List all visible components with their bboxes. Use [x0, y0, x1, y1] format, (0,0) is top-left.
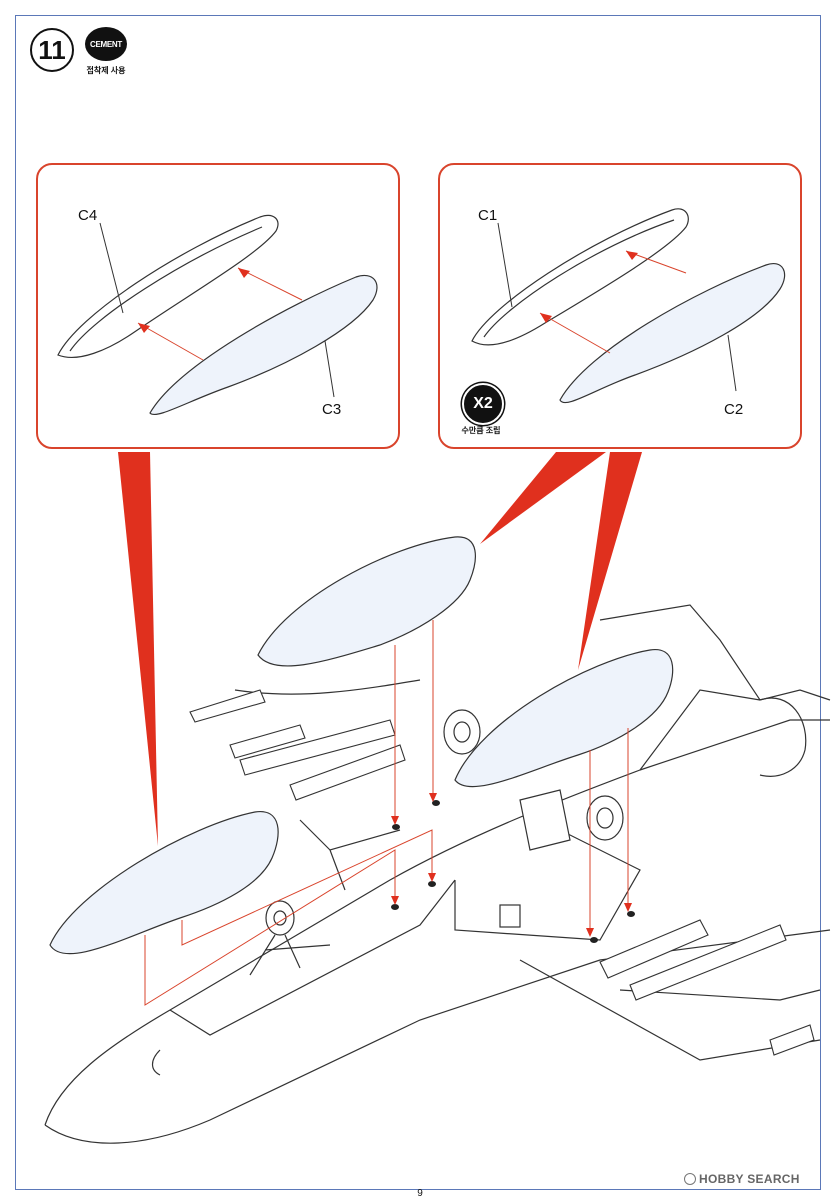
- installed-pods: [49, 536, 674, 955]
- step-number-badge: 11: [30, 28, 74, 72]
- pod-part: [149, 274, 378, 415]
- part-label-c4: C4: [78, 207, 98, 224]
- cement-icon: CEMENT: [85, 27, 127, 61]
- cement-caption: 접착제 사용: [86, 66, 126, 75]
- callout-wedge-left: [118, 452, 158, 846]
- repeat-x2-icon: X2: [462, 383, 504, 425]
- part-label-c1: C1: [478, 207, 498, 224]
- attachment-holes: [391, 800, 635, 943]
- callout-panel-left: C4 C3: [36, 163, 400, 449]
- watermark: HOBBY SEARCH: [684, 1172, 800, 1186]
- callout-wedge-right-a: [480, 452, 606, 544]
- panel-left-art: [57, 214, 378, 415]
- part-label-c2: C2: [724, 401, 744, 418]
- callout-panel-right: C1 C2: [438, 163, 802, 449]
- landing-gear: [249, 709, 624, 976]
- pod-part: [559, 263, 786, 404]
- routing-arrowheads: [391, 793, 632, 937]
- part-label-c3: C3: [322, 401, 342, 418]
- panel-right-art: [471, 208, 786, 404]
- hobby-search-logo-icon: [684, 1173, 696, 1185]
- watermark-text: HOBBY SEARCH: [699, 1172, 800, 1186]
- page-number: 9: [417, 1188, 423, 1199]
- repeat-caption: 수만큼 조립: [461, 426, 501, 435]
- routing-lines: [144, 620, 629, 1006]
- missiles: [189, 689, 815, 1056]
- callout-wedge-right-b: [578, 452, 642, 670]
- page-frame: [15, 15, 821, 1190]
